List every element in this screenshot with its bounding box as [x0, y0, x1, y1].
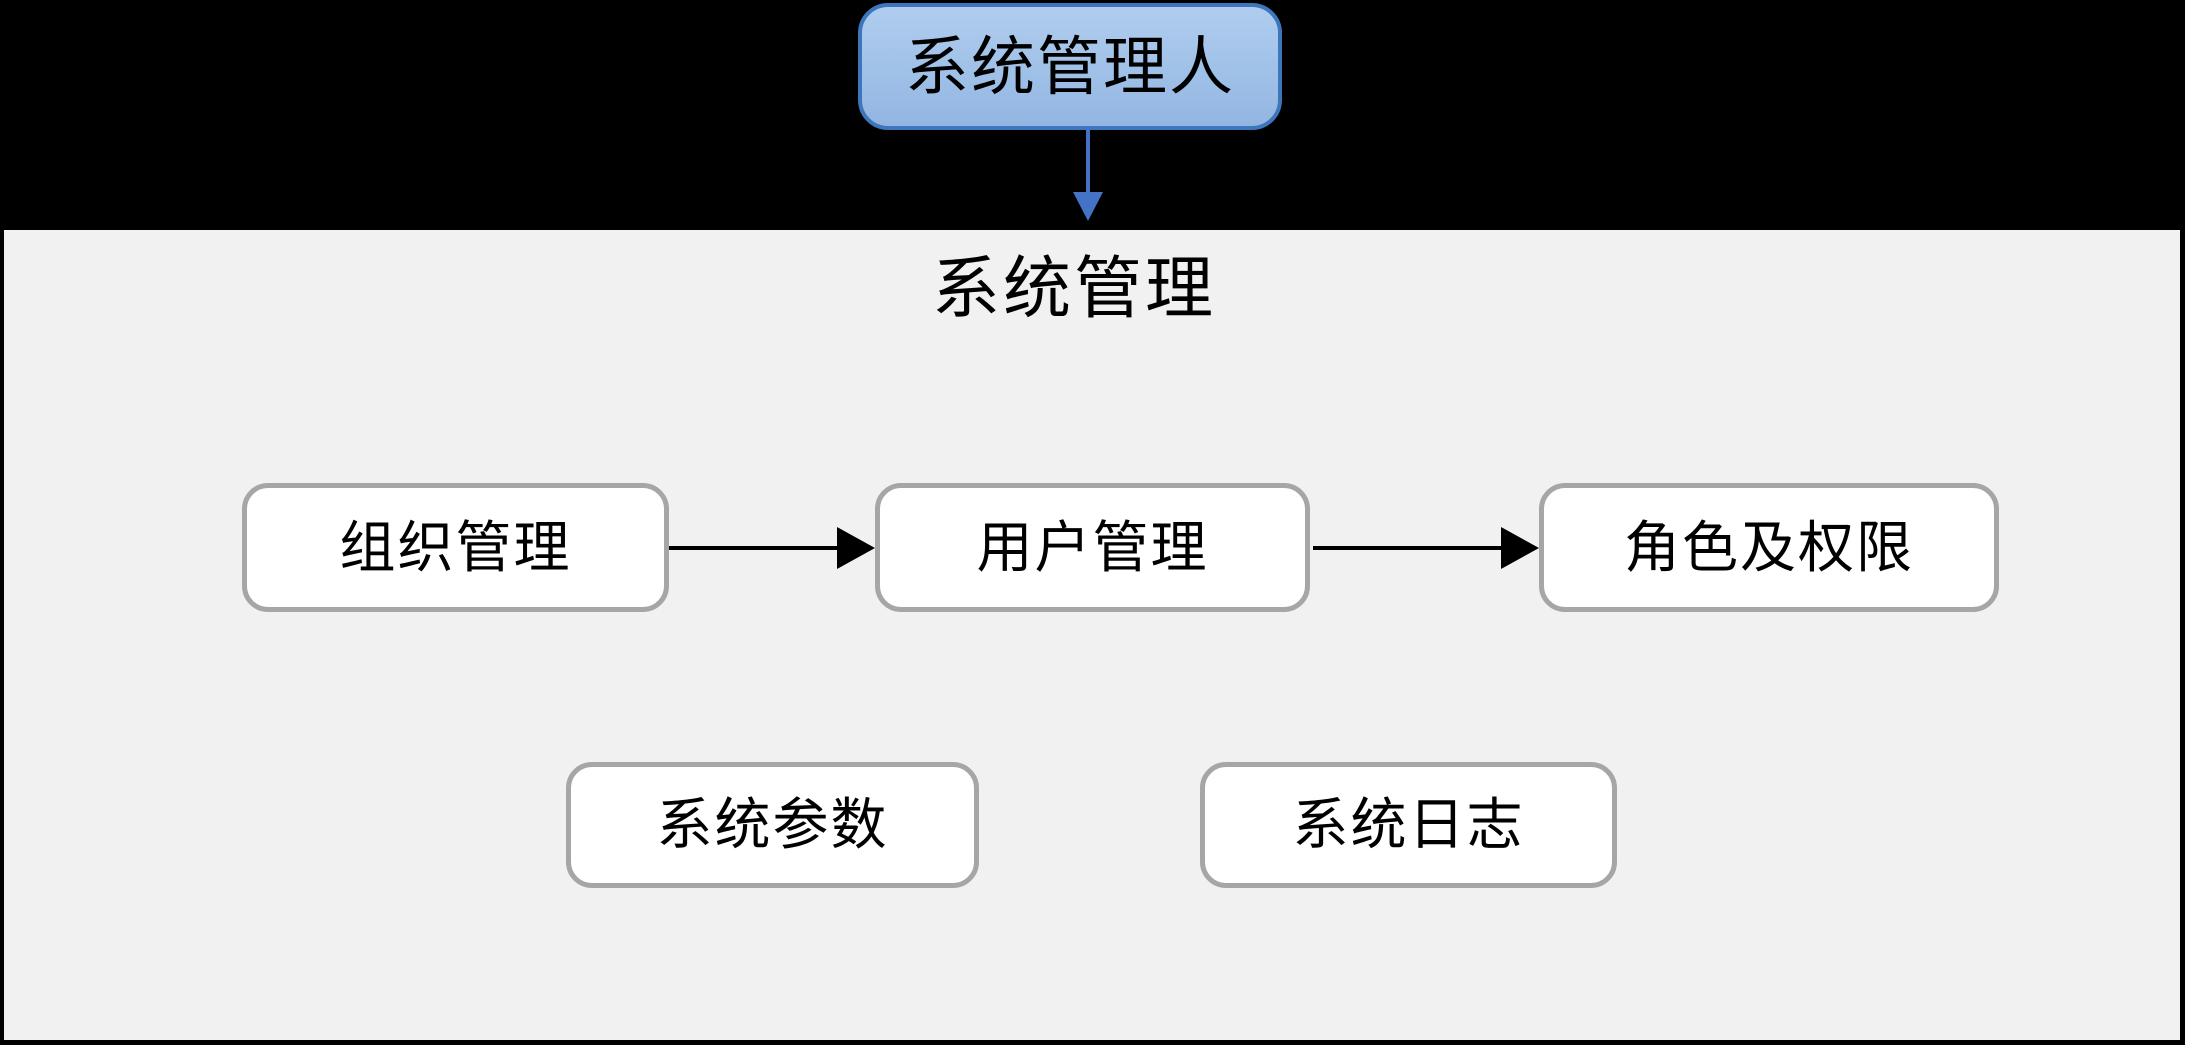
arrow-right-icon — [1501, 527, 1539, 569]
node-system-parameters: 系统参数 — [566, 762, 979, 888]
actor-node-system-administrator: 系统管理人 — [858, 3, 1282, 130]
arrow-org-to-user — [669, 527, 875, 569]
node-label: 角色及权限 — [1624, 515, 1914, 579]
node-label: 组织管理 — [339, 515, 572, 579]
actor-to-panel-arrow-line — [1086, 130, 1090, 194]
arrow-down-icon — [1073, 192, 1103, 221]
actor-label: 系统管理人 — [905, 30, 1235, 103]
arrow-right-icon — [837, 527, 875, 569]
node-label: 用户管理 — [976, 515, 1209, 579]
arrow-user-to-roles — [1313, 527, 1539, 569]
system-management-panel: 系统管理 组织管理 用户管理 角色及权限 系统参数 系统日志 — [4, 230, 2180, 1040]
node-roles-and-permissions: 角色及权限 — [1539, 483, 1999, 612]
node-label: 系统参数 — [656, 793, 889, 856]
panel-title: 系统管理 — [931, 251, 1216, 327]
node-organization-management: 组织管理 — [242, 483, 669, 612]
node-system-log: 系统日志 — [1200, 762, 1617, 888]
arrow-shaft — [1313, 546, 1505, 550]
arrow-shaft — [669, 546, 841, 550]
node-label: 系统日志 — [1292, 793, 1525, 856]
node-user-management: 用户管理 — [875, 483, 1310, 612]
